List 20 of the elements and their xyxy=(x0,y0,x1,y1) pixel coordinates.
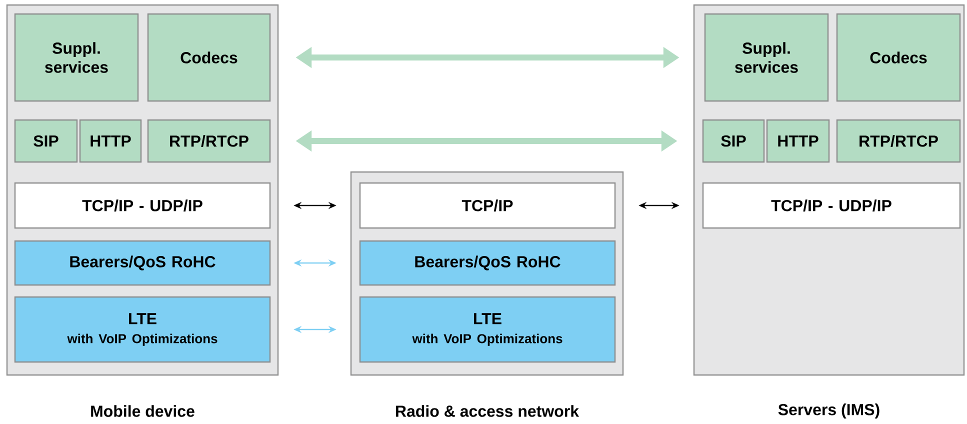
layer-box: Bearers/QoS RoHC xyxy=(14,240,271,286)
layer-box: TCP/IP - UDP/IP xyxy=(14,182,271,229)
layer-box: TCP/IP xyxy=(359,182,616,229)
layer-box: HTTP xyxy=(766,119,830,163)
layer-box: Codecs xyxy=(836,13,961,102)
layer-box: RTP/RTCP xyxy=(147,119,271,163)
layer-box: RTP/RTCP xyxy=(836,119,961,163)
layer-box: HTTP xyxy=(79,119,142,163)
layer-box: Bearers/QoS RoHC xyxy=(359,240,616,286)
layer-box: Codecs xyxy=(147,13,271,102)
layer-box: SIP xyxy=(702,119,765,163)
layer-box: LTE with VoIP Optimizations xyxy=(14,296,271,363)
panel-caption: Servers (IMS) xyxy=(778,404,880,418)
panel-caption: Mobile device xyxy=(91,405,194,417)
layer-box: LTE with VoIP Optimizations xyxy=(359,296,616,363)
panel-caption: Radio & access network xyxy=(396,405,580,417)
layer-box: Suppl. services xyxy=(704,13,829,102)
layer-box: SIP xyxy=(14,119,78,163)
layer-box: TCP/IP - UDP/IP xyxy=(702,182,961,229)
layer-box: Suppl. services xyxy=(14,13,139,102)
